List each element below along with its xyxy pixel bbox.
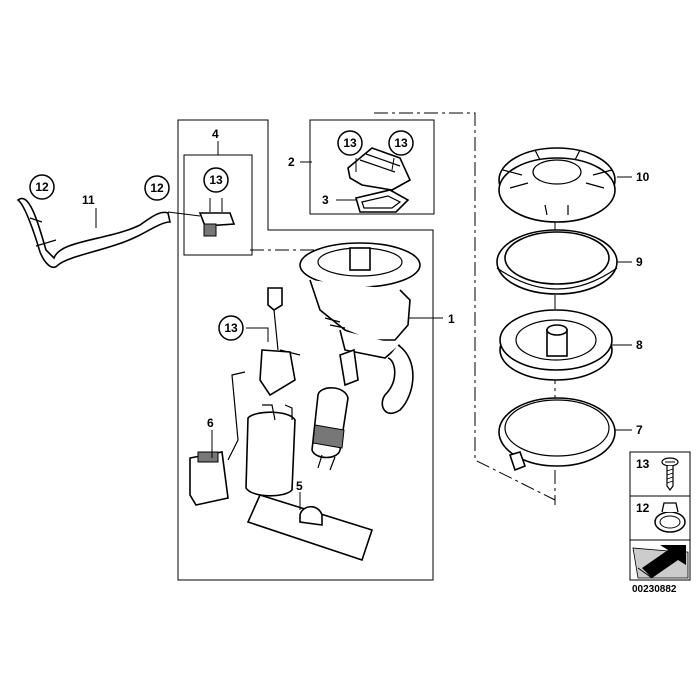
pressure-sensor — [198, 198, 236, 237]
legend-panel: 13 12 00230882 — [629, 451, 691, 595]
fuel-pump-motor — [311, 387, 349, 471]
clamping-ring — [498, 397, 616, 472]
pump-housing — [299, 242, 421, 415]
strainer-filter — [246, 492, 374, 562]
svg-text:13: 13 — [224, 321, 238, 335]
callout-11: 11 — [82, 193, 95, 207]
arrow-pointer-icon — [632, 545, 689, 579]
legend-label-13: 13 — [636, 457, 650, 471]
diagram-id: 00230882 — [632, 584, 677, 595]
level-sender — [189, 287, 301, 506]
callout-10: 10 — [636, 170, 650, 184]
svg-text:13: 13 — [209, 173, 223, 187]
circled-callouts: 13 13 13 13 12 12 — [29, 130, 414, 341]
leader-lines — [95, 141, 632, 458]
screw-icon — [661, 457, 679, 491]
callout-5: 5 — [296, 479, 303, 493]
hose-clamp-icon — [654, 502, 686, 533]
callout-9: 9 — [636, 255, 643, 269]
legend-item-13: 13 — [636, 457, 679, 491]
circled-callout-13-sensor: 13 — [203, 167, 229, 193]
callout-3: 3 — [322, 193, 329, 207]
circled-callout-12-hose-right: 12 — [144, 175, 170, 201]
fuel-hose — [16, 197, 171, 269]
flange-cover — [499, 309, 613, 381]
callout-4: 4 — [212, 127, 219, 141]
callout-6: 6 — [207, 416, 214, 430]
svg-text:12: 12 — [150, 181, 164, 195]
callout-labels: 1 2 3 4 5 6 7 8 9 10 11 — [82, 127, 650, 493]
upper-housing — [347, 147, 412, 191]
legend-item-nav — [632, 545, 689, 579]
svg-text:13: 13 — [394, 136, 408, 150]
callout-1: 1 — [448, 312, 455, 326]
svg-text:12: 12 — [35, 180, 49, 194]
legend-label-12: 12 — [636, 501, 650, 515]
callout-8: 8 — [636, 338, 643, 352]
circled-callout-13-housing-right: 13 — [388, 130, 414, 156]
callout-7: 7 — [636, 423, 643, 437]
filter-canister — [245, 404, 296, 497]
circled-callout-13-housing-left: 13 — [337, 130, 363, 156]
svg-text:13: 13 — [343, 136, 357, 150]
callout-2: 2 — [288, 155, 295, 169]
legend-item-12: 12 — [636, 501, 686, 533]
circled-callout-13-sender: 13 — [218, 315, 244, 341]
sealing-ring — [496, 229, 618, 295]
circled-callout-12-hose-left: 12 — [29, 174, 55, 200]
gasket — [355, 189, 410, 213]
lock-ring-cap — [498, 147, 616, 223]
